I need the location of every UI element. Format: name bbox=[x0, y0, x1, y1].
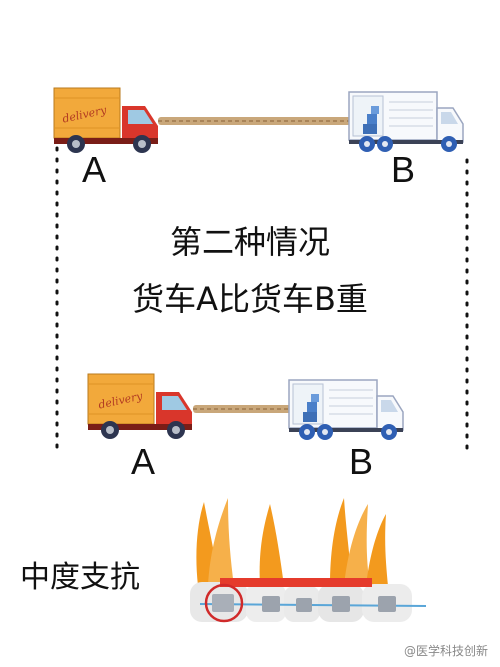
caption-line-1: 第二种情况 bbox=[169, 223, 330, 261]
watermark: @医学科技创新 bbox=[403, 644, 488, 658]
truck-b-label-top: B bbox=[391, 149, 416, 190]
truck-b-label-bottom: B bbox=[349, 441, 374, 482]
dental-illustration bbox=[180, 490, 430, 652]
truck-b-bottom bbox=[288, 379, 404, 440]
truck-a-bottom bbox=[87, 373, 192, 439]
truck-a-label-top: A bbox=[82, 149, 107, 190]
truck-a-label-bottom: A bbox=[131, 441, 156, 482]
tow-rope-bottom bbox=[193, 405, 293, 413]
dental-label: 中度支抗 bbox=[20, 560, 140, 595]
tow-rope-top bbox=[158, 117, 358, 125]
truck-a-top bbox=[53, 87, 158, 153]
truck-b-top bbox=[348, 91, 464, 152]
caption-line-2: 货车A比货车B重 bbox=[132, 280, 368, 318]
